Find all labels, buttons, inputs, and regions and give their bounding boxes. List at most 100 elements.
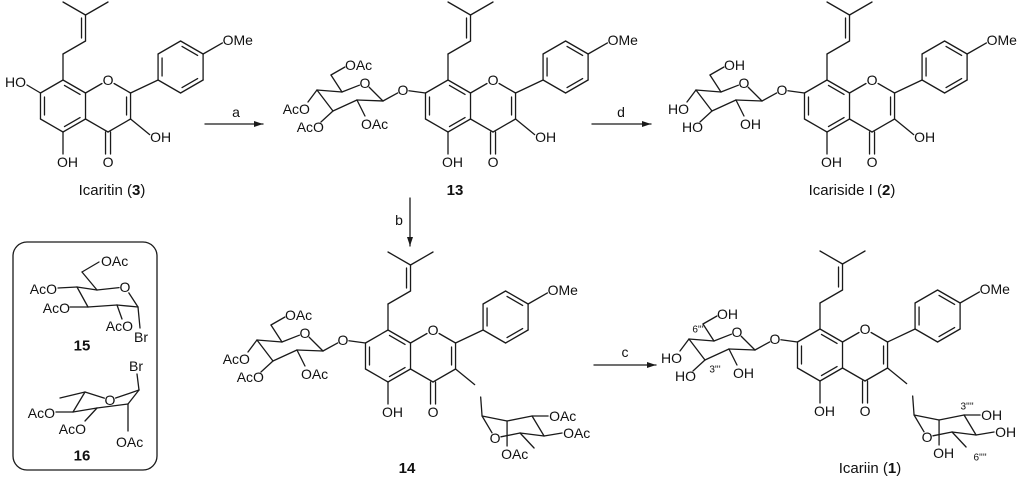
- c7-hydroxyl-label: HO: [5, 74, 26, 90]
- ring-oxygen-label: O: [488, 72, 499, 88]
- o6-label: OAc: [101, 253, 128, 269]
- bond: [296, 349, 306, 367]
- bond: [260, 360, 274, 373]
- compound-name: Icariin: [839, 460, 879, 477]
- bond: [128, 292, 139, 308]
- bond: [848, 82, 867, 94]
- bond: [81, 271, 98, 291]
- ring-oxygen-label: O: [860, 321, 871, 337]
- bond: [332, 99, 358, 112]
- bond: [531, 415, 545, 437]
- bond: [938, 414, 965, 421]
- bond: [137, 306, 141, 329]
- ring-oxygen-label: O: [120, 279, 131, 295]
- bond: [506, 415, 533, 422]
- locant-6-rha-label: 6'''': [973, 453, 986, 464]
- bond: [713, 333, 733, 342]
- glucose-o4-label: HO: [668, 101, 689, 117]
- bond: [424, 79, 449, 94]
- bond: [913, 414, 940, 421]
- glucose-o6-label: OAc: [285, 307, 312, 323]
- glucose-o3-label: HO: [675, 368, 696, 384]
- bond: [921, 79, 946, 94]
- glycosidic-oxygen-label: O: [398, 82, 409, 98]
- double-bond-line: [181, 45, 199, 57]
- rhamnose-o4-label: OH: [995, 424, 1016, 440]
- bond: [966, 42, 988, 55]
- bond: [72, 391, 86, 413]
- bond: [469, 82, 488, 94]
- bond: [62, 40, 87, 55]
- bond: [387, 368, 412, 383]
- glucose-ring-oxygen-label: O: [360, 75, 371, 91]
- glucose-o2-label: OAc: [361, 116, 388, 132]
- locant-3-label: 3''': [709, 365, 720, 376]
- reagent-label: a: [232, 104, 240, 120]
- bond: [704, 348, 730, 361]
- double-bond-line: [448, 116, 466, 128]
- bond: [307, 89, 318, 103]
- glucose-o6-label: OAc: [345, 57, 372, 73]
- double-bond-line: [448, 84, 466, 96]
- c5-hydroxyl-label: OH: [442, 154, 463, 170]
- bond: [699, 110, 713, 123]
- bond: [316, 89, 343, 93]
- bond: [841, 367, 866, 382]
- bond: [454, 368, 476, 386]
- double-bond-line: [388, 366, 406, 378]
- bond: [179, 40, 204, 55]
- bond: [692, 359, 706, 372]
- methoxy-label: OMe: [608, 32, 639, 48]
- bond: [348, 340, 367, 344]
- bond: [84, 391, 105, 399]
- compound-number: 2: [882, 182, 890, 199]
- carbonyl-oxygen-label: O: [428, 404, 439, 420]
- bond: [893, 118, 915, 136]
- compound-number: 14: [399, 460, 416, 477]
- glucose-ring-oxygen-label: O: [732, 324, 743, 340]
- compound-number: 15: [74, 338, 91, 355]
- o4-label: AcO: [28, 405, 55, 421]
- bond: [256, 339, 283, 343]
- glucose-o2-label: OH: [740, 116, 761, 132]
- o4-label: AcO: [30, 281, 57, 297]
- bond: [330, 74, 343, 93]
- arrow-a: a: [204, 104, 264, 127]
- bond: [107, 118, 132, 133]
- bond: [113, 82, 132, 94]
- bond: [893, 79, 923, 94]
- compound-caption: 13: [447, 182, 464, 199]
- bond: [256, 339, 274, 362]
- bond: [702, 315, 718, 325]
- arrowhead-icon: [254, 121, 263, 127]
- bond: [728, 348, 738, 366]
- bond: [500, 432, 521, 438]
- bond: [527, 292, 549, 305]
- bond: [498, 82, 517, 94]
- bond: [409, 332, 428, 344]
- c5-hydroxyl-label: OH: [57, 154, 78, 170]
- double-bond-line: [566, 77, 584, 89]
- c5-hydroxyl-label: OH: [814, 403, 835, 419]
- bond: [504, 290, 529, 305]
- bond: [39, 79, 64, 94]
- bond: [728, 348, 756, 351]
- bond: [368, 86, 384, 102]
- bond: [320, 110, 334, 123]
- bond: [819, 367, 844, 382]
- bond: [886, 328, 916, 343]
- bond: [432, 368, 457, 383]
- bond: [504, 329, 529, 344]
- bond: [695, 89, 713, 112]
- glycosidic-oxygen-label: O: [770, 331, 781, 347]
- arrowhead-icon: [407, 237, 413, 246]
- compound-caption: Icariside I (2): [809, 182, 896, 199]
- bond: [720, 84, 740, 93]
- bond: [735, 99, 745, 117]
- bond: [688, 338, 706, 361]
